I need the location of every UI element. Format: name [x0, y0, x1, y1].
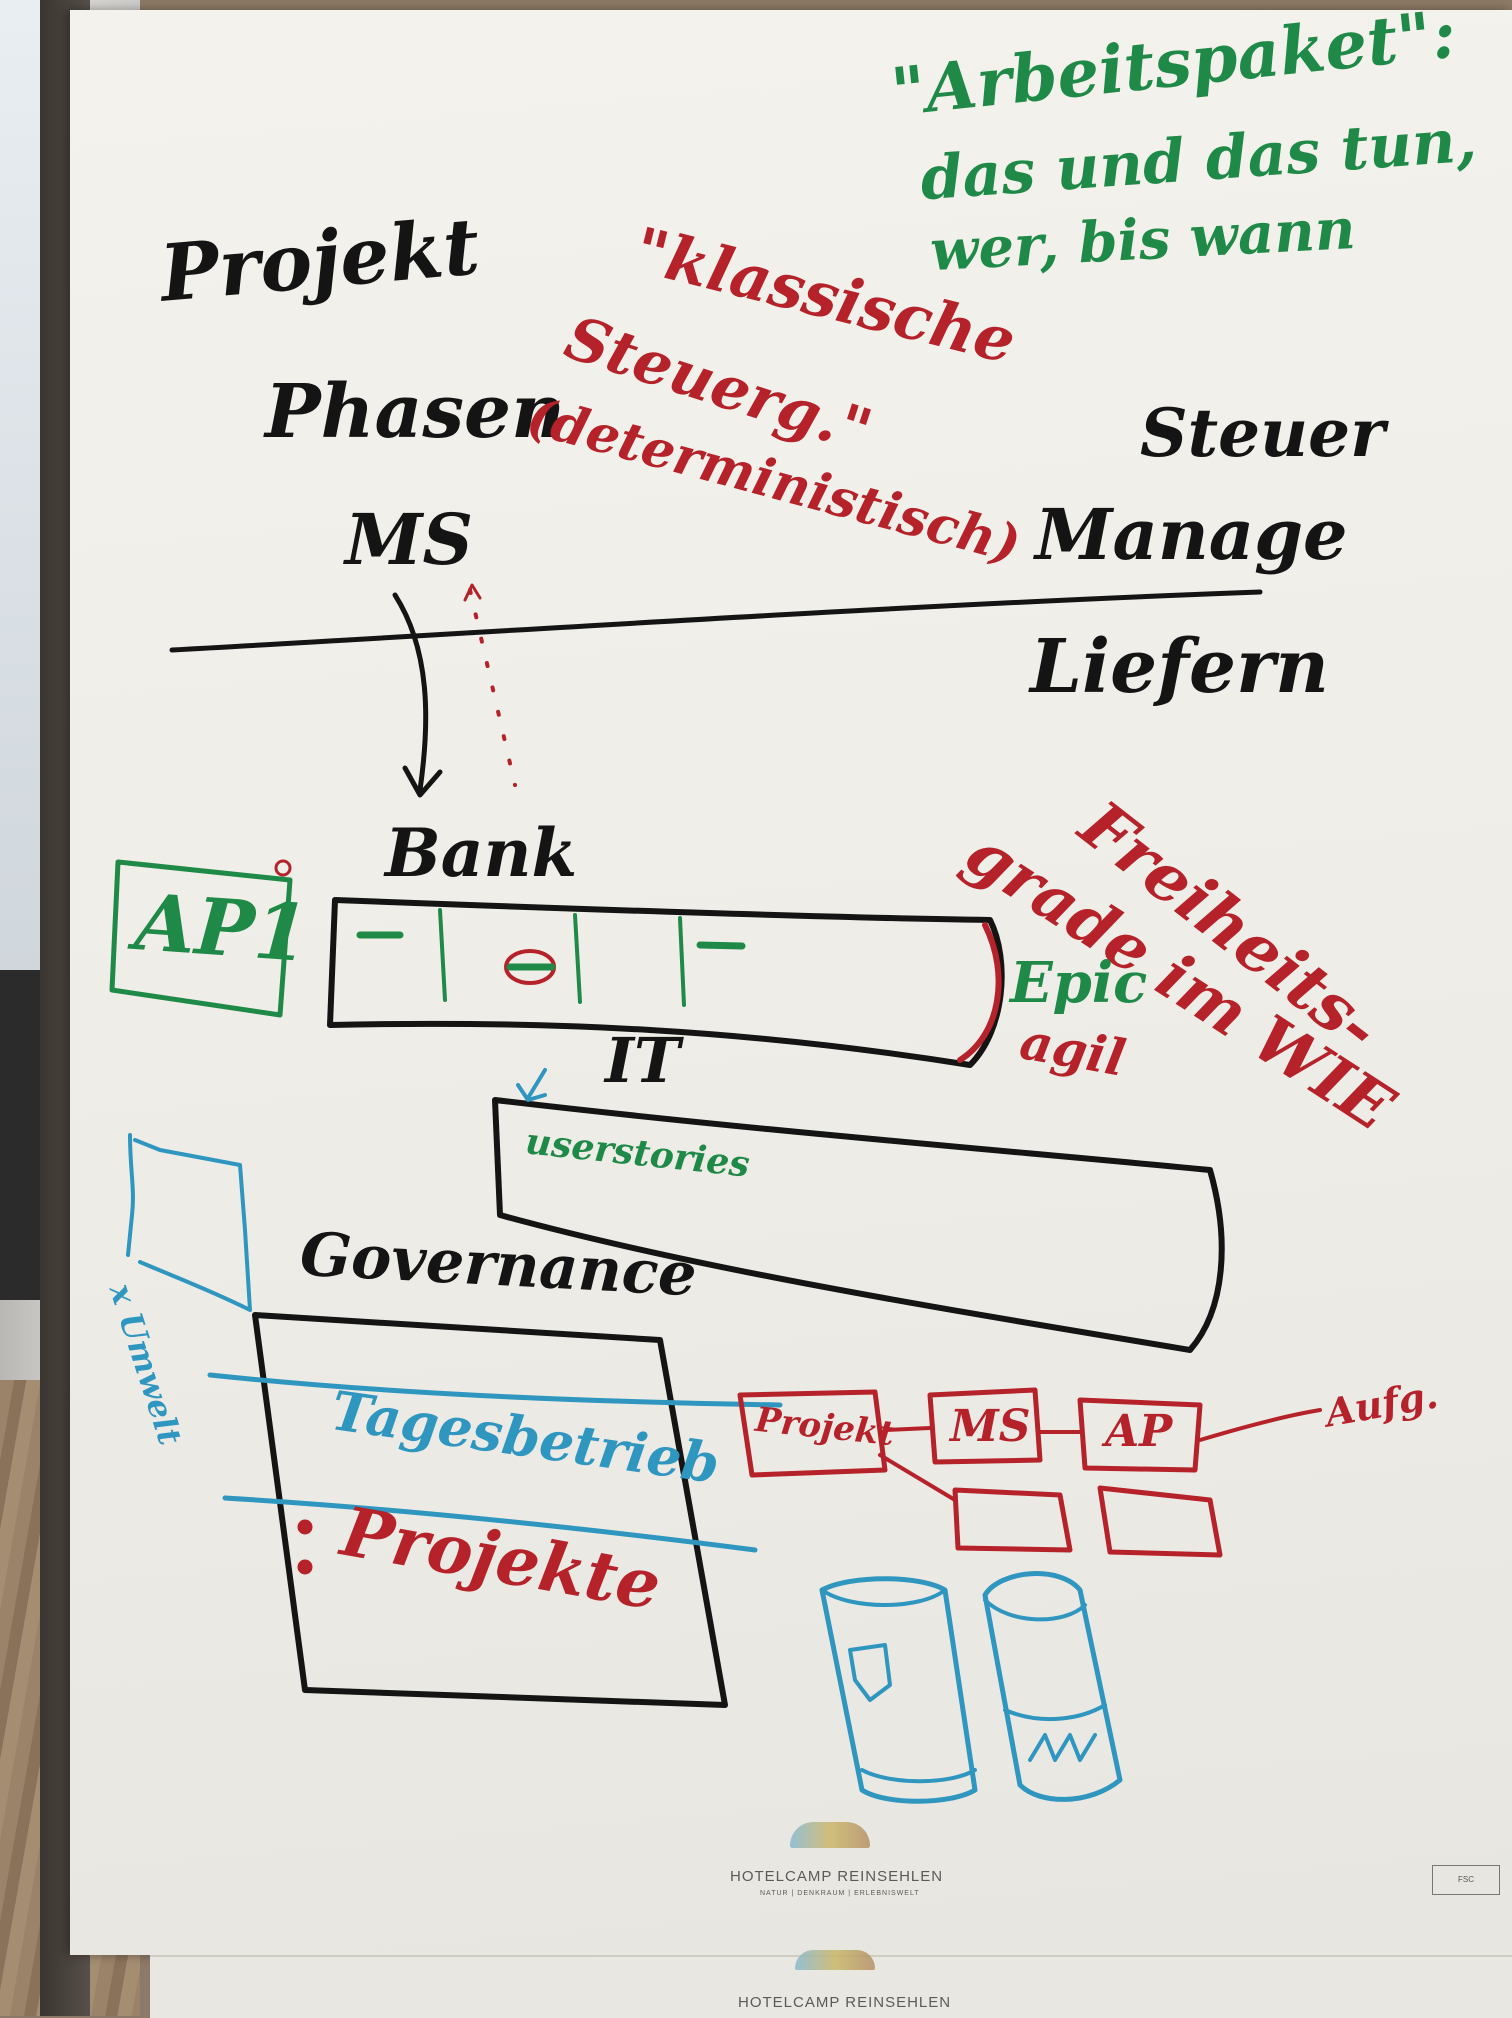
chain-box-projekt — [737, 1389, 888, 1478]
ms-arrow-head — [402, 765, 443, 798]
footer-brand-lower: HOTELCAMP REINSEHLEN — [738, 1994, 952, 2011]
database-cylinder-1-base — [860, 1768, 977, 1784]
database-cylinder-1 — [819, 1576, 978, 1804]
chain-branch — [878, 1453, 957, 1502]
footer-brand: HOTELCAMP REINSEHLEN — [730, 1868, 944, 1885]
chain-box-ap — [1077, 1397, 1203, 1473]
umwelt-shape — [126, 1133, 252, 1312]
chain-box-ms — [927, 1387, 1043, 1465]
governance-blue-line-2 — [222, 1495, 758, 1553]
ms-arrow — [392, 592, 429, 793]
label-bank: Bank — [385, 814, 578, 892]
footer-tagline: NATUR | DENKRAUM | ERLEBNISWELT — [760, 1890, 920, 1897]
database-cylinder-2-lid — [983, 1598, 1087, 1622]
projekte-bullet-2 — [297, 1559, 313, 1575]
red-dotted-arrowhead — [463, 583, 482, 602]
chain-label-ap: AP — [1105, 1406, 1173, 1457]
projekte-bullet-1 — [297, 1519, 313, 1535]
red-dotted-connector — [468, 588, 517, 787]
hotel-logo-mark — [790, 1822, 870, 1848]
label-phasen: Phasen — [265, 369, 565, 455]
database-cylinder-1-lid — [820, 1588, 947, 1607]
chain-sub-box-1 — [952, 1487, 1073, 1553]
it-blue-arrow — [516, 1068, 547, 1102]
database-cylinder-1-shield — [848, 1643, 892, 1702]
ap1-box — [109, 859, 293, 1018]
bank-divider-1 — [438, 908, 447, 1002]
label-manage: Manage — [1035, 493, 1348, 576]
label-epic: Epic — [1010, 950, 1148, 1016]
database-cylinder-2-zigzag — [1028, 1733, 1097, 1762]
label-it: IT — [605, 1024, 681, 1097]
label-ap1: AP1 — [132, 877, 312, 980]
hotel-logo-mark-lower — [795, 1950, 875, 1970]
database-cylinder-2 — [982, 1571, 1123, 1802]
chain-link-1 — [883, 1426, 932, 1432]
database-cylinder-2-band — [1003, 1703, 1107, 1721]
bank-cylinder-end — [957, 922, 1002, 1063]
governance-blue-line-1 — [207, 1372, 783, 1408]
bank-divider-3 — [678, 916, 686, 1007]
label-steuer: Steuer — [1140, 394, 1385, 472]
ap1-red-mark — [274, 859, 292, 877]
chain-sub-box-2 — [1097, 1485, 1223, 1558]
governance-box — [252, 1312, 728, 1708]
label-liefern: Liefern — [1030, 624, 1329, 710]
fsc-logo: FSC — [1432, 1865, 1500, 1895]
divider-line — [169, 589, 1263, 653]
flipchart-paper — [70, 10, 1512, 1955]
chain-label-ms: MS — [950, 1401, 1031, 1452]
it-cylinder — [492, 1097, 1225, 1353]
bank-dash-2 — [696, 941, 746, 950]
bank-divider-2 — [573, 913, 582, 1004]
label-ms: MS — [345, 498, 474, 581]
chain-link-aufg — [1198, 1408, 1322, 1442]
